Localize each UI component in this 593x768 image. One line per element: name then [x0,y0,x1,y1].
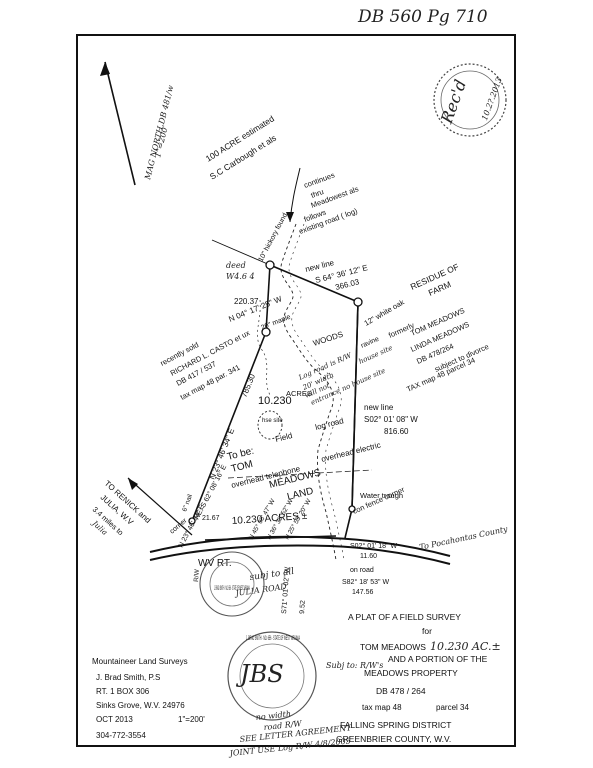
title-subj-note: Subj to: R/W's [326,661,383,670]
surveyor-address-2: Sinks Grove, W.V. 24976 [96,701,185,710]
recording-stamp: Rec'd 10.2?.2013 [433,63,507,137]
ravine-label: ravine [360,336,380,350]
boundary-northwest-line [265,264,271,333]
handwritten-note-1: no width [255,709,291,722]
nail-note: 6" nail [181,493,194,513]
wv-rt-label: WV RT. [198,558,232,569]
title-line-5: MEADOWS PROPERTY [364,668,458,678]
on-road-label: on road [350,567,374,574]
hickory-found-label: 10" hickory found [258,212,290,263]
acres-main-label: 10.230 ACRES ± [231,511,308,527]
distance-west: 785.30 [240,372,258,399]
boundary-north-line [269,264,359,303]
title-line-2: for [422,626,432,636]
stamp-date: 10.2?.2013 [480,76,504,121]
distance-east: 816.60 [384,427,409,436]
rw-note: R/W [193,568,201,582]
deed-book-reference: DB 560 Pg 710 [357,7,488,27]
title-line-4: AND A PORTION OF THE [388,654,488,664]
seal-lower-signature: JBS [235,660,284,688]
deed-label: deed [226,261,246,270]
acres-center-value: 10.230 [258,395,292,407]
title-county: GREENBRIER COUNTY, W.V. [336,734,451,744]
white-oak-label: 12" white oak [363,297,406,327]
bearing-east: S02° 01' 08" W [364,415,418,424]
con-fence-label: con fence corner [351,485,406,516]
title-line-1: A PLAT OF A FIELD SURVEY [348,612,461,622]
log-road-label: log road [314,416,344,432]
north-arrow: MAG NORTH DB 481/w 1"=200' [100,61,175,186]
thru-label: thru [310,187,325,200]
distance-southeast: 11.60 [360,553,377,560]
log-road-trace [280,223,337,561]
water-trough-label: Water trough [360,491,403,500]
deed-value: W4.6 4 [226,272,255,281]
distance-southwest: 21.67 [202,515,220,522]
corner-white-oak [353,297,363,307]
handwritten-note-2: road R/W [263,719,303,732]
title-block: A PLAT OF A FIELD SURVEY for TOM MEADOWS… [326,612,501,744]
bearing-southeast: S02° 01' 18" W [350,542,397,550]
surveyor-block: Mountaineer Land Surveys J. Brad Smith, … [92,657,205,740]
stamp-signature: Rec'd [437,77,471,127]
surveyor-firm: Mountaineer Land Surveys [92,657,188,666]
title-tax-map: tax map 48 [362,703,402,712]
field-label: Field [274,431,293,444]
corner-water-trough [348,505,356,513]
seal-lower-text: J. BRAD SMITH · NO. 656 · STATE OF WEST … [246,636,300,642]
corner-west [188,517,196,525]
boundary-west-line [191,331,267,522]
title-acres: 10.230 AC.± [430,640,501,653]
pocahontas-label: To Pocahontas County [419,524,509,552]
title-line-6: DB 478 / 264 [376,686,426,696]
bearing-south: S71° 01' 02" W [280,566,291,614]
surveyor-seal-lower: J. BRAD SMITH · NO. 656 · STATE OF WEST … [227,631,317,721]
surveyor-phone: 304-772-3554 [96,731,146,740]
title-district: FALLING SPRING DISTRICT [340,720,451,730]
surveyor-address-1: RT. 1 BOX 306 [96,687,150,696]
title-parcel: parcel 34 [436,703,469,712]
distance-south-southeast: 147.56 [352,589,374,596]
house-site-center: hse site [262,418,283,424]
tom-label: TOM [230,459,254,475]
survey-date: OCT 2013 [96,715,133,724]
title-line-3: TOM MEADOWS [360,642,426,652]
house-site-outline [257,410,283,440]
plat-border [76,34,516,747]
distance-south: 9.52 [299,600,307,614]
acres-center-word: ACRES [286,389,312,398]
overhead-line [227,469,373,479]
woods-label: WOODS [312,330,344,348]
overhead-label: overhead electric [320,440,381,463]
surveyor-name: J. Brad Smith, P.S [96,673,160,682]
distance-left-top: 220.37 [234,297,259,306]
wv-route-highway [149,535,451,565]
corner-hickory [265,260,275,270]
new-line-east: new line [364,403,394,412]
survey-scale: 1"=200' [178,715,205,724]
surveyor-seal-upper: J. BRAD SMITH · NO. 656 · STATE OF WEST … [199,551,265,617]
maple-label: 20" maple [260,314,292,332]
seal-upper-text: J. BRAD SMITH · NO. 656 · STATE OF WEST … [214,586,250,592]
corner-maple [261,327,271,337]
bearing-south-southeast: S82° 18' 53" W [342,578,389,586]
